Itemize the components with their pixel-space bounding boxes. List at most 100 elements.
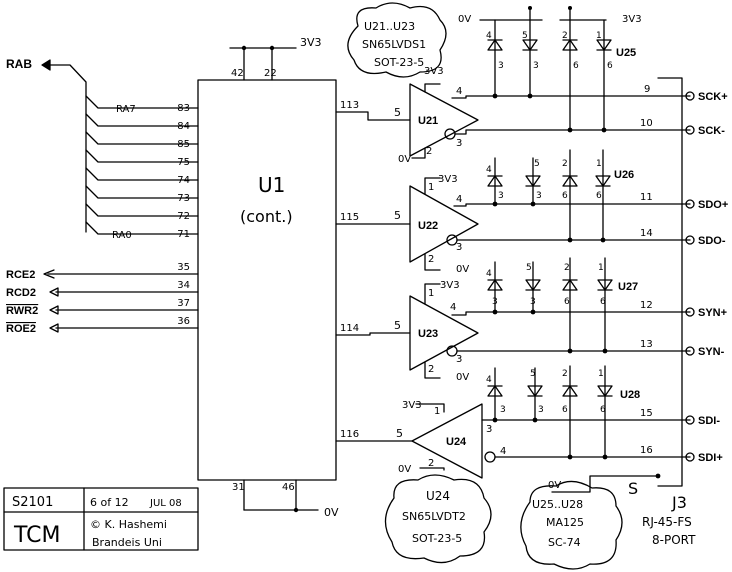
diode-pin: 5	[534, 159, 540, 169]
title-block	[3, 487, 199, 551]
diode-pin: 6	[607, 61, 613, 71]
j3-signal: SDO-	[698, 235, 726, 247]
supply-3v3: 3V3	[622, 14, 642, 25]
u1-pin-31: 31	[232, 482, 245, 493]
j3-signal: SDI+	[698, 452, 723, 464]
diode-pin: 1	[596, 31, 602, 41]
cloud-drivers-line3: SOT-23-5	[374, 56, 424, 69]
protect-u26-label: U26	[614, 169, 634, 181]
driver-pin: 1	[434, 406, 440, 417]
diode-pin: 6	[596, 191, 602, 201]
driver-pin: 3	[456, 242, 462, 253]
gnd-label: 0V	[398, 464, 411, 475]
cloud-ma125-line2: MA125	[546, 516, 584, 529]
driver-pin: 2	[428, 254, 434, 265]
u1-left-pin: 36	[177, 316, 190, 327]
title-org: Brandeis Uni	[92, 536, 162, 549]
diode-pin: 4	[486, 269, 492, 279]
diode-pin: 6	[600, 297, 606, 307]
u23-symbol	[409, 295, 479, 371]
diode-pin: 5	[522, 31, 528, 41]
diode-pin: 6	[573, 61, 579, 71]
driver-pin: 3	[486, 424, 492, 435]
protect-u25-label: U25	[616, 47, 636, 59]
u1-pin-46: 46	[282, 482, 295, 493]
u1-right-pin: 115	[340, 212, 359, 223]
driver-pin: 5	[396, 427, 403, 440]
driver-pin: 5	[394, 209, 401, 222]
title-project: TCM	[13, 523, 61, 548]
u1-left-pin: 71	[177, 229, 190, 240]
title-author: © K. Hashemi	[90, 518, 167, 531]
j3-pin-num: 16	[640, 445, 653, 456]
diode-pin: 3	[498, 191, 504, 201]
diode-pin: 2	[562, 369, 568, 379]
u1-left-pin: 73	[177, 193, 190, 204]
j3-pin-num: 11	[640, 192, 653, 203]
diode-pin: 5	[526, 263, 532, 273]
j3-signal: SCK+	[698, 91, 728, 103]
driver-u22-label: U22	[418, 220, 438, 232]
cloud-u24	[384, 474, 492, 564]
u24-symbol	[411, 403, 483, 479]
gnd-label: 0V	[458, 14, 471, 25]
driver-pin: 4	[500, 446, 506, 457]
driver-pin: 5	[394, 106, 401, 119]
diode-pin: 4	[486, 375, 492, 385]
driver-pin: 4	[450, 302, 456, 313]
title-page: 6 of 12	[90, 496, 129, 509]
j3-signal: SYN-	[698, 346, 725, 358]
u25-diodes	[479, 7, 612, 131]
diode-pin: 6	[564, 297, 570, 307]
driver-u23-label: U23	[418, 328, 438, 340]
u1-right-pin: 114	[340, 323, 359, 334]
u1-left-pin: 37	[177, 298, 190, 309]
driver-pin: 3	[456, 138, 462, 149]
u27-diodes	[487, 257, 613, 352]
gnd-label: 0V	[456, 264, 469, 275]
u1-note: (cont.)	[240, 207, 293, 226]
title-sheet-id: S2101	[12, 495, 53, 510]
j3-signal: SYN+	[698, 307, 727, 319]
diode-pin: 5	[530, 369, 536, 379]
protect-u27-label: U27	[618, 281, 638, 293]
diode-pin: 3	[533, 61, 539, 71]
signal-rce2: RCE2	[6, 269, 35, 281]
diode-pin: 1	[598, 263, 604, 273]
ra-top-label: RA7	[116, 104, 136, 115]
j3-pin-num: 13	[640, 339, 653, 350]
j3-shield-label: S	[628, 479, 638, 498]
j3-desc-1: RJ-45-FS	[642, 515, 692, 529]
cloud-drivers-line1: U21..U23	[364, 20, 415, 33]
diode-pin: 1	[596, 159, 602, 169]
driver-u24-label: U24	[446, 436, 467, 448]
driver-pin: 4	[456, 86, 462, 97]
gnd-label: 0V	[548, 480, 561, 491]
gnd-bottom: 0V	[324, 506, 339, 519]
cloud-u24-line1: U24	[426, 489, 450, 503]
j3-pin-num: 15	[640, 408, 653, 419]
u22-symbol	[409, 185, 479, 263]
diode-pin: 6	[600, 405, 606, 415]
j3-signal: SDO+	[698, 199, 728, 211]
supply-3v3: 3V3	[438, 174, 458, 185]
diode-pin: 4	[486, 31, 492, 41]
driver-pin: 2	[428, 364, 434, 375]
u1-left-pin: 85	[177, 139, 190, 150]
u1-left-pin: 35	[177, 262, 190, 273]
driver-pin: 4	[456, 194, 462, 205]
driver-pin: 2	[428, 458, 434, 469]
u1-pin-22: 22	[264, 68, 277, 79]
diode-pin: 3	[492, 297, 498, 307]
j3-pin-num: 9	[644, 84, 650, 95]
supply-3v3: 3V3	[402, 400, 422, 411]
j3-pin-num: 12	[640, 300, 653, 311]
supply-3v3-top: 3V3	[300, 36, 322, 49]
driver-pin: 5	[394, 319, 401, 332]
diode-pin: 3	[500, 405, 506, 415]
driver-pin: 1	[428, 288, 434, 299]
bus-label: RAB	[6, 57, 32, 71]
u1-pin-42: 42	[231, 68, 244, 79]
u1-name: U1	[258, 173, 285, 197]
driver-pin: 1	[428, 182, 434, 193]
